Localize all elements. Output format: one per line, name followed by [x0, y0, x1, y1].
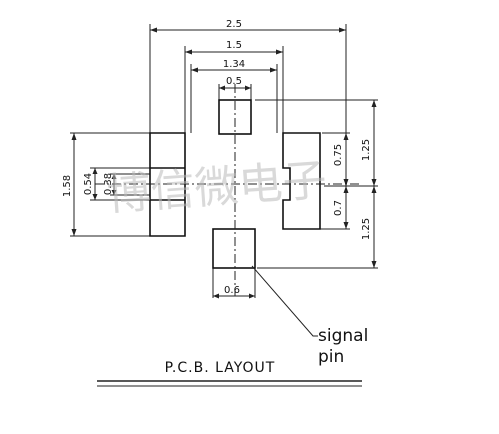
- dim-right-lower: 0.7: [333, 200, 344, 216]
- right-pad: [282, 132, 321, 230]
- dim-top-pad-width: 0.5: [226, 76, 242, 87]
- dim-right-lower-total: 1.25: [361, 218, 372, 240]
- page-title: P.C.B. LAYOUT: [165, 360, 276, 376]
- extension-lines: [70, 24, 378, 298]
- signal-pin-callout: signal pin: [251, 265, 368, 367]
- dim-outer-pad-span: 1.5: [226, 40, 242, 51]
- dim-left-outer: 0.54: [83, 173, 94, 195]
- bottom-signal-pad: [212, 228, 256, 269]
- left-pad: [149, 132, 186, 237]
- center-lines: [95, 84, 360, 296]
- watermark: 博信微电子: [105, 155, 328, 221]
- pads: [149, 99, 321, 269]
- dim-bottom-pad-width: 0.6: [224, 285, 240, 296]
- callout-line-2: pin: [318, 347, 344, 367]
- dim-overall-width: 2.5: [226, 19, 242, 30]
- dim-inner-pad-span: 1.34: [223, 59, 245, 70]
- dim-left-inner: 0.38: [103, 173, 114, 195]
- callout-line-1: signal: [318, 326, 368, 346]
- dimension-labels: 2.5 1.5 1.34 0.5 0.6 1.58 0.54 0.38 0.75…: [62, 19, 372, 296]
- top-pad: [218, 99, 252, 135]
- dim-right-upper-total: 1.25: [361, 139, 372, 161]
- dim-right-upper: 0.75: [333, 144, 344, 166]
- dim-left-height: 1.58: [62, 175, 73, 197]
